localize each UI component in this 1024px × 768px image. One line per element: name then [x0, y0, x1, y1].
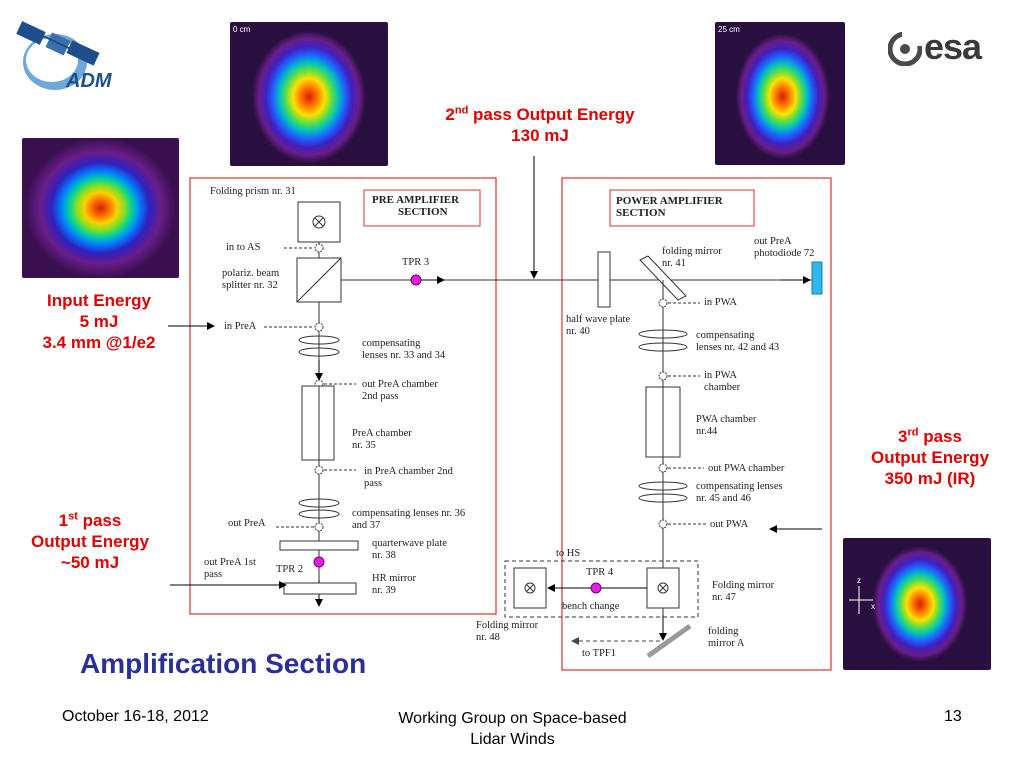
label-folding-mirror-48: Folding mirror nr. 48 — [476, 620, 539, 643]
label-prea-chamber: PreA chamber nr. 35 — [352, 428, 412, 451]
power-amp-section-title: POWER AMPLIFIER SECTION — [616, 195, 723, 219]
power-amp-frame — [561, 177, 832, 671]
label-out-prea-chamber: out PreA chamber 2nd pass — [362, 379, 438, 402]
footer-date: October 16-18, 2012 — [62, 708, 209, 725]
label-tpr2: TPR 2 — [276, 564, 304, 575]
footer-page-number: 13 — [944, 708, 962, 725]
beam-label-0cm: 0 cm — [233, 25, 251, 34]
label-in-pwa: in PWA — [704, 297, 737, 308]
label-out-prea: out PreA — [228, 518, 266, 529]
beam-profile-input — [22, 138, 179, 278]
label-tpr4: TPR 4 — [586, 567, 614, 578]
annotation-input-energy: Input Energy 5 mJ 3.4 mm @1/e2 — [42, 291, 156, 352]
label-quarterwave-plate: quarterwave plate nr. 38 — [372, 538, 447, 561]
label-pbs: polariz. beam splitter nr. 32 — [222, 268, 280, 291]
label-in-to-as: in to AS — [226, 242, 261, 253]
label-in-prea: in PreA — [224, 321, 257, 332]
label-in-pwa-chamber: in PWA chamber — [704, 370, 741, 393]
annotation-third-pass: 3rd pass Output Energy 350 mJ (IR) — [870, 426, 990, 488]
adm-logo-text: ADM — [66, 70, 112, 92]
esa-emblem-icon — [888, 32, 922, 66]
adm-logo: ADM — [10, 10, 125, 100]
label-folding-mirror-47: Folding mirror nr. 47 — [712, 580, 775, 603]
label-comp-lenses-45-46: compensating lenses nr. 45 and 46 — [696, 481, 783, 504]
label-bench-change: bench change — [562, 601, 620, 612]
beam-profile-third-pass: z x — [843, 538, 991, 670]
pre-amp-frame — [189, 177, 497, 615]
beam-profile-third-pass-top: 25 cm — [715, 22, 845, 165]
label-comp-lenses-33-34: compensating lenses nr. 33 and 34 — [362, 338, 446, 361]
slide-title: Amplification Section — [80, 648, 367, 679]
label-out-prea-1st: out PreA 1st pass — [204, 557, 256, 580]
label-comp-lenses-42-43: compensating lenses nr. 42 and 43 — [696, 330, 780, 353]
label-out-pwa-chamber: out PWA chamber — [708, 463, 785, 474]
label-to-hs: to HS — [556, 548, 581, 559]
axis-cross-icon — [849, 586, 873, 614]
footer-event: Working Group on Space-based Lidar Winds — [398, 710, 627, 748]
label-folding-mirror-41: folding mirror nr. 41 — [662, 246, 722, 269]
label-in-prea-chamber: in PreA chamber 2nd pass — [364, 466, 453, 489]
label-folding-mirror-a: folding mirror A — [708, 626, 745, 649]
beam-label-25cm: 25 cm — [718, 25, 740, 34]
label-folding-prism: Folding prism nr. 31 — [210, 186, 296, 197]
esa-logo-text: esa — [924, 26, 982, 67]
annotation-first-pass: 1st pass Output Energy ~50 mJ — [30, 510, 150, 572]
label-comp-lenses-36-37: compensating lenses nr. 36 and 37 — [352, 508, 466, 531]
annotation-second-pass: 2nd pass Output Energy 130 mJ — [445, 104, 635, 145]
label-out-prea-photodiode: out PreA photodiode 72 — [754, 236, 815, 259]
beam-profile-second-pass: 0 cm — [230, 22, 388, 166]
satellite-icon — [16, 21, 100, 90]
label-hr-mirror: HR mirror nr. 39 — [372, 573, 417, 596]
label-pwa-chamber: PWA chamber nr.44 — [696, 414, 757, 437]
label-to-tpf1: to TPF1 — [582, 648, 616, 659]
axis-x-label: x — [871, 602, 875, 611]
axis-z-label: z — [857, 576, 861, 585]
label-tpr3: TPR 3 — [402, 257, 430, 268]
pre-amp-section-title: PRE AMPLIFIER SECTION — [372, 194, 460, 218]
label-out-pwa: out PWA — [710, 519, 749, 530]
label-half-wave-plate: half wave plate nr. 40 — [566, 314, 631, 337]
esa-logo: esa — [888, 22, 1003, 72]
